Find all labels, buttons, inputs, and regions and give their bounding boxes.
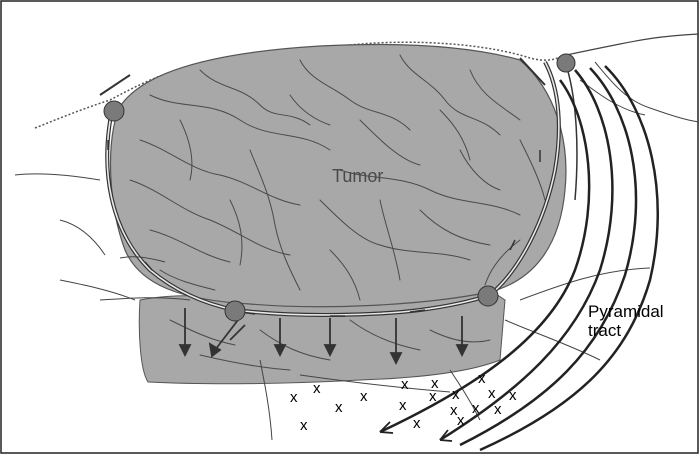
node-left-top [104, 101, 124, 121]
x-mark: x [360, 388, 368, 405]
x-mark: x [494, 401, 502, 418]
x-mark: x [509, 387, 517, 404]
x-mark: x [452, 386, 460, 403]
node-bottom-left [225, 301, 245, 321]
x-mark: x [472, 400, 480, 417]
x-mark: x [457, 412, 465, 429]
x-mark: x [335, 399, 343, 416]
node-right-top [557, 54, 575, 72]
x-mark: x [313, 380, 321, 397]
pyramidal-label-line2: tract [588, 321, 621, 340]
x-mark: x [399, 397, 407, 414]
x-mark: x [290, 389, 298, 406]
x-mark: x [300, 417, 308, 434]
x-mark: x [401, 376, 409, 393]
node-bottom-right [478, 286, 498, 306]
x-mark: x [429, 388, 437, 405]
tumor-label: Tumor [332, 166, 383, 186]
x-mark: x [413, 415, 421, 432]
pyramidal-label-line1: Pyramidal [588, 302, 664, 321]
x-mark: x [488, 385, 496, 402]
x-mark: x [478, 370, 486, 387]
